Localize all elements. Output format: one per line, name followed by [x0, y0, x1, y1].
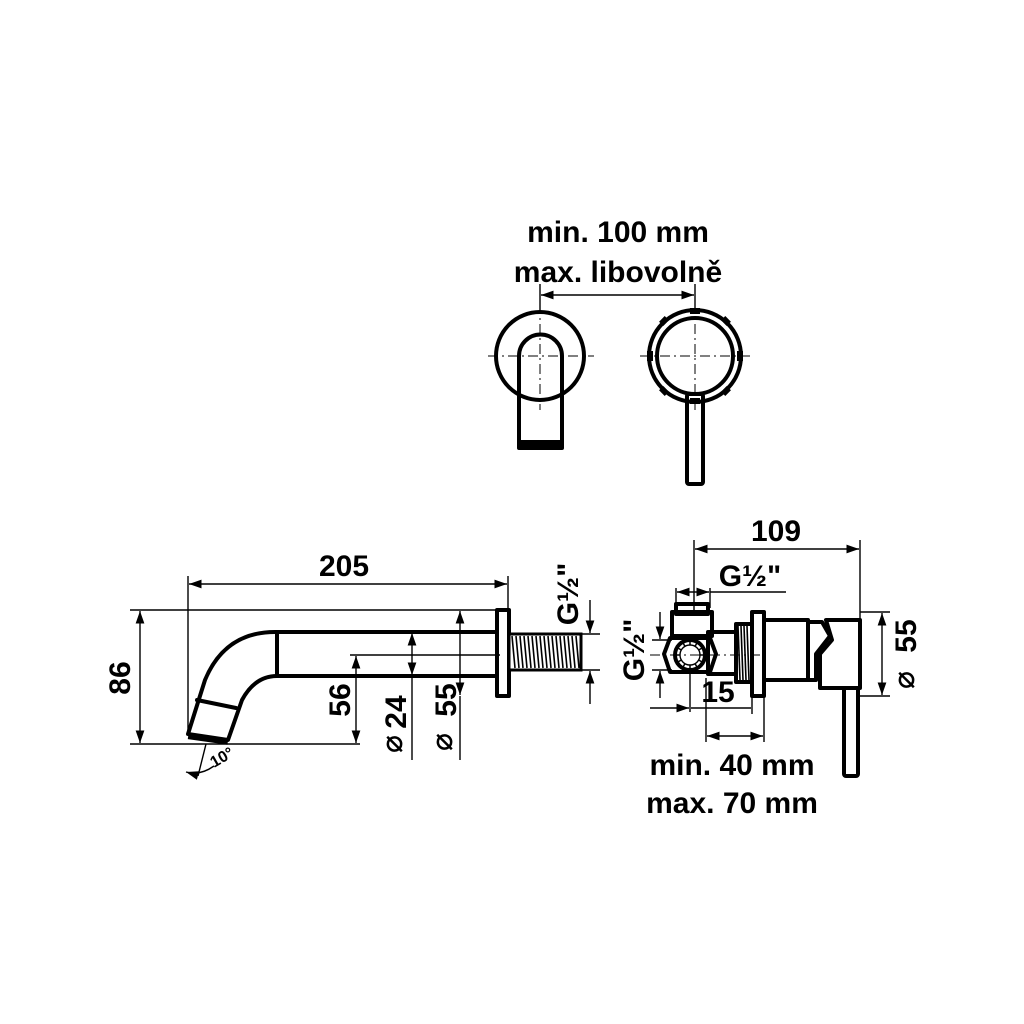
depth-label: 109 — [751, 515, 801, 548]
thread-line — [519, 635, 524, 669]
thread-line — [543, 635, 548, 669]
thread-line — [563, 635, 568, 669]
port-thread-line — [694, 663, 699, 669]
spout-thread-label: G½" — [552, 563, 585, 626]
port-thread-line — [694, 641, 699, 647]
thread-line — [571, 635, 576, 669]
port-thread-line — [676, 659, 682, 664]
side-thread-label: G½" — [618, 619, 651, 682]
thread-line — [740, 625, 744, 681]
mixer-body — [762, 618, 810, 682]
spout-side-view: 205 86 56 24 ⌀ 55 ⌀ G½" 10° — [104, 550, 600, 780]
port-thread-line — [698, 646, 704, 651]
mixer-rosette-diameter-label: 55 — [890, 619, 923, 652]
thread-line — [535, 635, 540, 669]
mount-min-label: min. 40 mm — [649, 749, 814, 782]
thread-line — [547, 635, 552, 669]
thread-line — [559, 635, 564, 669]
port-thread-line — [681, 663, 686, 669]
thread-line — [567, 635, 572, 669]
top-thread-label: G½" — [719, 560, 782, 593]
thread-line — [523, 635, 528, 669]
mixer-rosette-diameter-symbol: ⌀ — [888, 671, 921, 689]
body-thread-hatch — [737, 625, 750, 681]
top-view: min. 100 mm max. libovolně — [488, 216, 752, 486]
angle-arc — [185, 765, 215, 780]
thread-line — [746, 625, 750, 681]
outlet-diameter-symbol: ⌀ — [376, 735, 409, 753]
rosette-diameter-symbol: ⌀ — [426, 733, 459, 751]
spacing-min-label: min. 100 mm — [527, 216, 709, 249]
mixer-lever-front — [685, 392, 705, 486]
mixer-side-view: 109 G½" G½" 15 min. 40 mm max. 70 mm 55 … — [618, 515, 923, 820]
inset-label: 15 — [701, 676, 734, 709]
spout-tube — [186, 630, 499, 742]
mount-max-label: max. 70 mm — [646, 787, 818, 820]
length-label: 205 — [319, 550, 369, 583]
thread-line — [511, 635, 516, 669]
thread-line — [737, 625, 741, 681]
thread-line — [539, 635, 544, 669]
thread-line — [575, 635, 580, 669]
thread-line — [555, 635, 560, 669]
port-thread-line — [698, 659, 704, 664]
rosette-diameter-label: 55 — [430, 683, 463, 716]
thread-line — [515, 635, 520, 669]
spout-wall-rosette — [495, 608, 511, 698]
outlet-height-label: 56 — [324, 683, 357, 716]
outlet-diameter-label: 24 — [380, 695, 413, 729]
thread-line — [531, 635, 536, 669]
mixer-handle-base — [806, 620, 832, 682]
port-thread-line — [681, 641, 686, 647]
spout-outlet — [519, 440, 562, 450]
spacing-max-label: max. libovolně — [514, 256, 722, 289]
port-thread-line — [676, 646, 682, 651]
thread-line — [551, 635, 556, 669]
height-label: 86 — [104, 661, 137, 694]
thread-line — [527, 635, 532, 669]
spout-body-front — [517, 332, 564, 450]
thread-line — [743, 625, 747, 681]
valve-hex-nut — [662, 636, 718, 674]
mixer-lever-side — [842, 686, 860, 778]
thread-hatch — [511, 635, 580, 669]
